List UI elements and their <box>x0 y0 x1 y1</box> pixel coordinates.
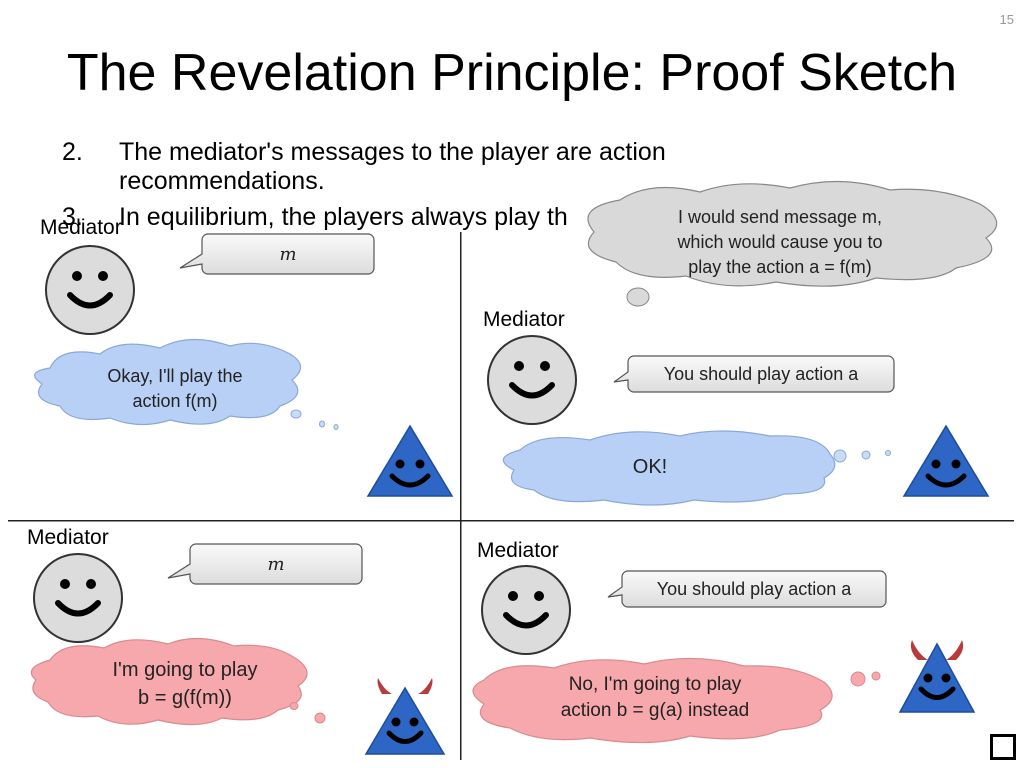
reply-text: OK! <box>632 456 668 478</box>
mediator-label: Mediator <box>40 216 122 239</box>
smiley-face-icon <box>33 553 123 643</box>
devil-triangle-player-icon <box>898 640 976 713</box>
speech-bubble-bottom-left <box>167 543 363 585</box>
list-item-text: In equilibrium, the players always play … <box>119 203 568 231</box>
thought-cloud-bottom-left <box>30 637 326 726</box>
mediator-label: Mediator <box>27 526 109 549</box>
message-text: m <box>267 554 285 575</box>
speech-bubble-top-left <box>179 233 375 275</box>
thought-cloud-top-right <box>587 180 998 307</box>
smiley-face-icon <box>487 335 577 425</box>
list-item-text: The mediator's messages to the player ar… <box>119 138 666 195</box>
thought-text: Okay, I'll play the action f(m) <box>107 366 243 411</box>
reply-text: No, I'm going to play action b = g(a) in… <box>560 674 750 721</box>
devil-triangle-player-icon <box>364 678 446 755</box>
speech-bubble-bottom-right <box>607 570 887 608</box>
horizontal-divider <box>8 520 1014 522</box>
slide-title: The Revelation Principle: Proof Sketch <box>66 44 958 102</box>
blue-triangle-player-icon <box>902 424 990 497</box>
list-number: 2. <box>62 138 83 166</box>
blue-triangle-player-icon <box>366 424 454 497</box>
mediator-label: Mediator <box>477 539 559 562</box>
smiley-face-icon <box>481 565 571 655</box>
thought-cloud-top-right-reply <box>502 430 891 506</box>
speech-bubble-top-right <box>613 355 895 393</box>
smiley-face-icon <box>45 245 135 335</box>
page-number: 15 <box>999 12 1014 27</box>
mediator-label: Mediator <box>483 308 565 331</box>
thought-text: I would send message m, which would caus… <box>677 207 883 277</box>
thought-cloud-top-left <box>34 338 339 430</box>
list-number: 3. <box>62 203 83 231</box>
message-text: You should play action a <box>663 364 859 384</box>
message-text: m <box>279 244 297 265</box>
thought-cloud-bottom-right <box>472 657 881 744</box>
thought-text: I'm going to play b = g(f(m)) <box>112 659 258 709</box>
vertical-divider <box>460 232 462 760</box>
message-text: You should play action a <box>656 579 852 599</box>
nav-square-button[interactable] <box>990 734 1016 760</box>
